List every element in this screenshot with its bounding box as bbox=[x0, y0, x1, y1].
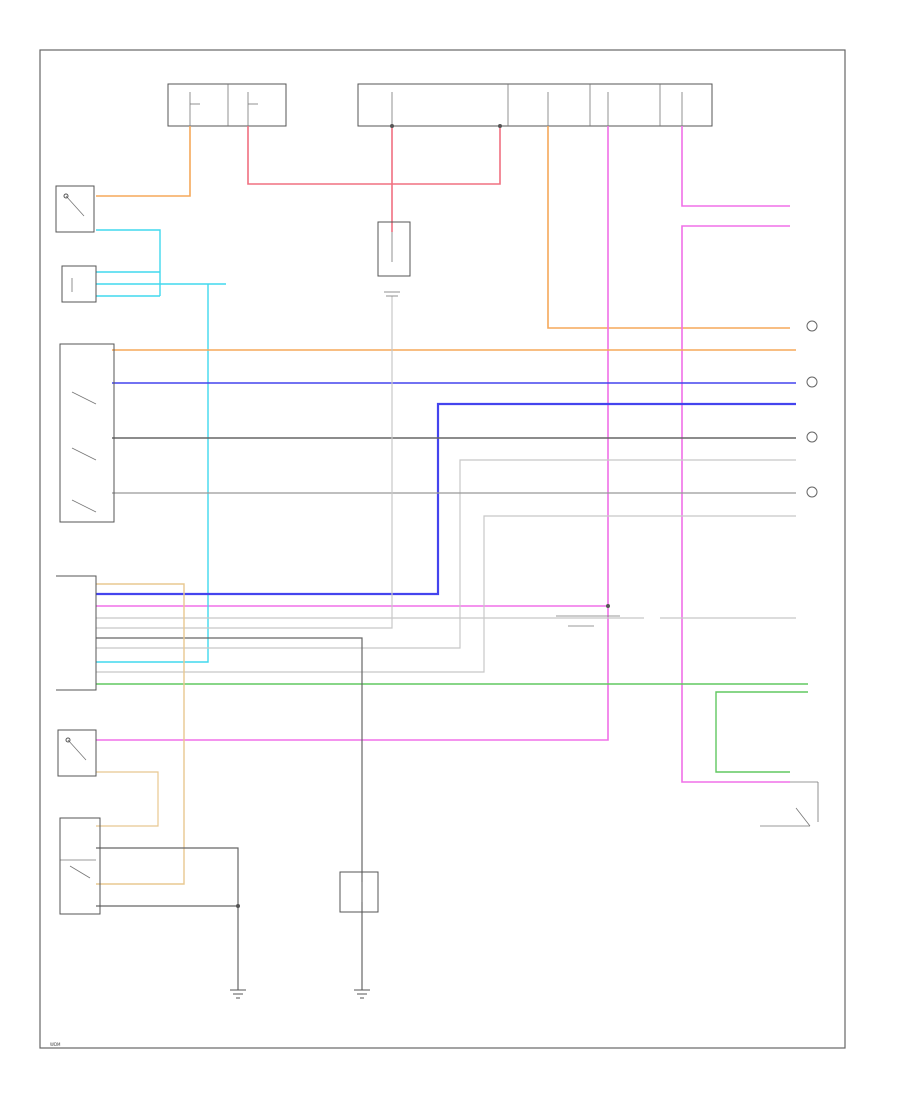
connector-circles bbox=[806, 320, 818, 498]
wire-orange-top bbox=[96, 126, 191, 197]
junction-dots bbox=[236, 124, 610, 908]
throttle-switch bbox=[760, 781, 819, 827]
wire-pink-main bbox=[96, 126, 790, 783]
center-fuse-block bbox=[377, 221, 411, 297]
ground-symbol-left bbox=[230, 989, 246, 999]
cruise-control-switch bbox=[59, 343, 115, 523]
fuse-box-left bbox=[167, 83, 287, 127]
wire-green bbox=[96, 683, 808, 773]
wire-relay-ground bbox=[60, 847, 239, 990]
footer-code: WDM bbox=[50, 1042, 61, 1047]
wire-orange-right bbox=[547, 126, 790, 329]
diagram-border bbox=[39, 49, 846, 1049]
wire-horizontal-switches bbox=[96, 349, 796, 673]
fuse-connector-left bbox=[61, 265, 97, 303]
brake-switch-symbol bbox=[55, 185, 95, 233]
cruise-relay bbox=[59, 817, 101, 915]
ground-symbol-center bbox=[354, 989, 370, 999]
wire-cyan bbox=[96, 229, 226, 663]
wire-tan bbox=[96, 583, 185, 885]
cruise-module-connector bbox=[56, 575, 97, 691]
clutch-switch-symbol bbox=[57, 729, 97, 777]
wire-gray-verticals bbox=[96, 296, 796, 990]
fuse-box-right bbox=[357, 83, 713, 127]
lower-fuse-block bbox=[339, 871, 379, 913]
speed-sensor-block bbox=[556, 615, 620, 627]
wire-red bbox=[247, 126, 501, 232]
